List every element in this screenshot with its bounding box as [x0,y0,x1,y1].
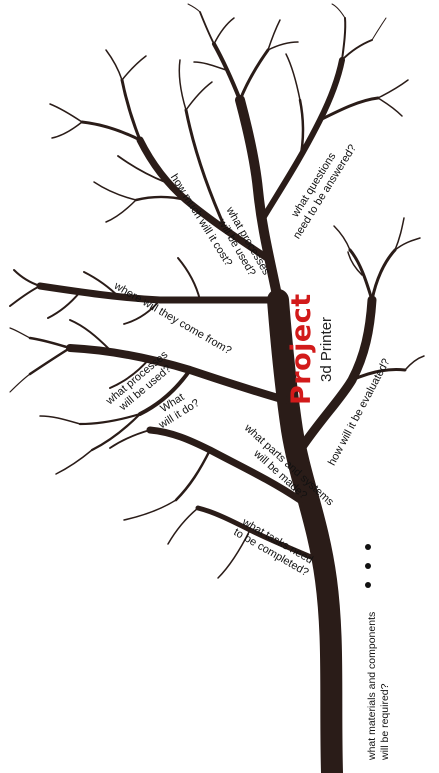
ellipsis-dot [365,582,371,588]
tree-trunk [267,289,343,773]
project-title: Project [286,293,317,405]
project-subtitle: 3d Printer [318,316,335,382]
ellipsis-dot [365,563,371,569]
ellipsis-dot [365,544,371,550]
question-materials: what materials and components will be re… [366,611,391,760]
trunk-top [235,95,283,305]
